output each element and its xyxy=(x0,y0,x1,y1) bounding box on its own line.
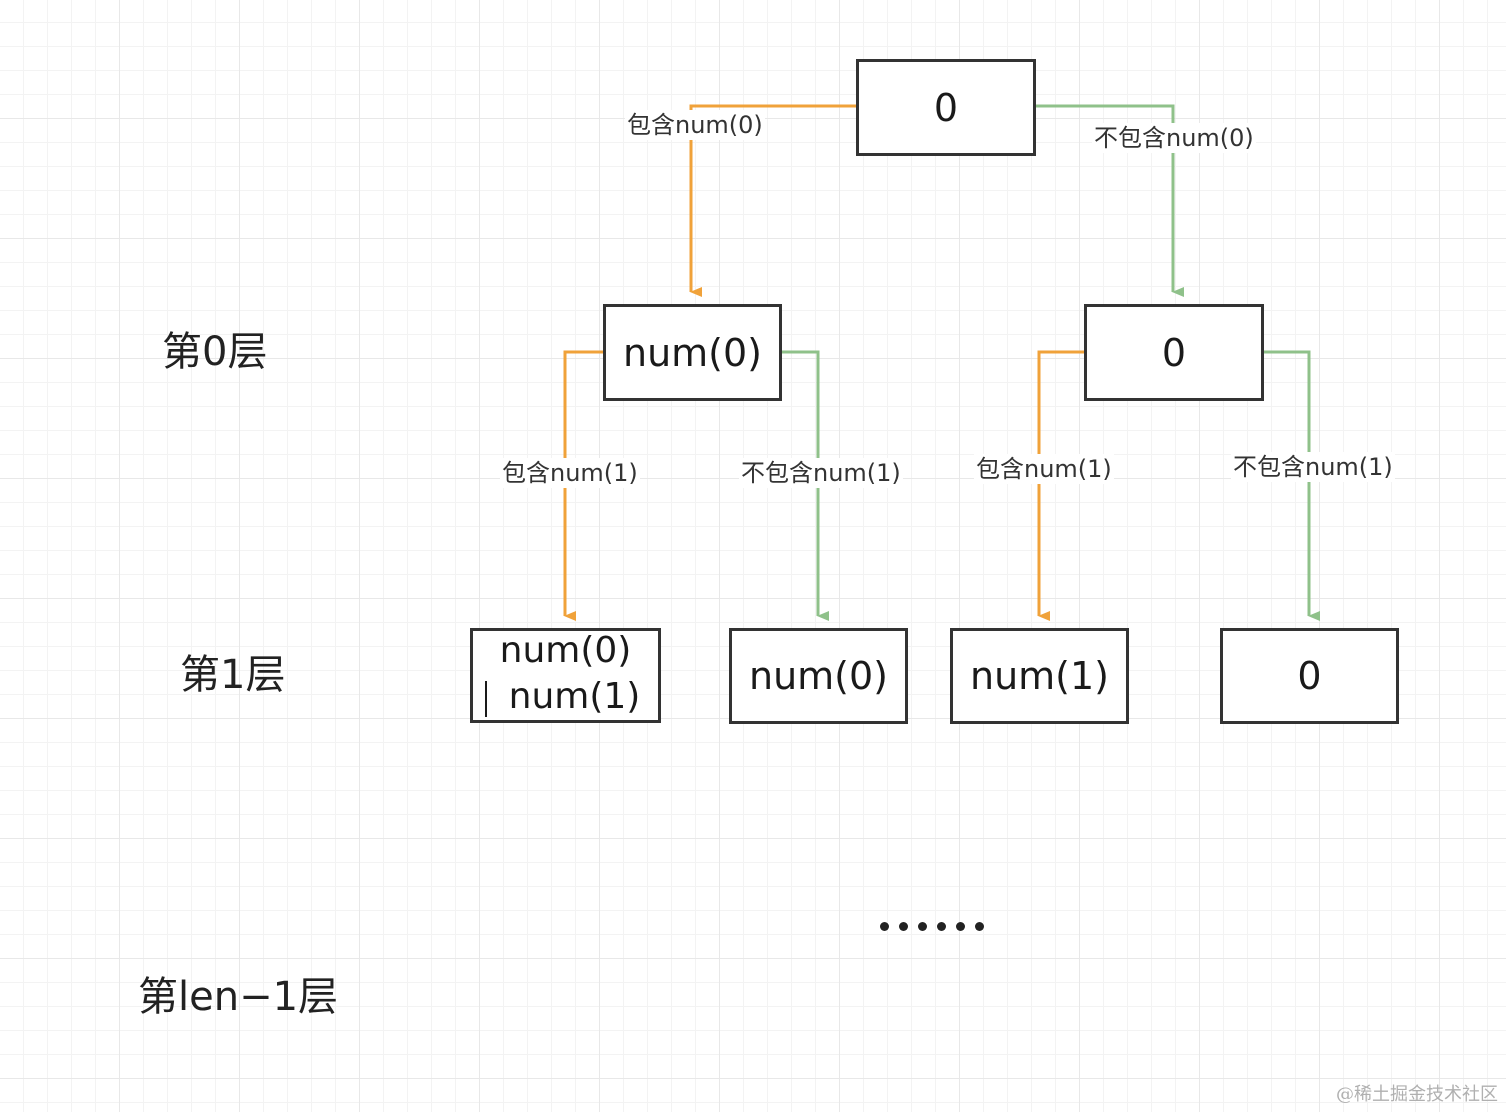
ellipsis-dot-4 xyxy=(937,922,946,931)
watermark: @稀土掘金技术社区 xyxy=(1336,1084,1498,1105)
ellipsis-dot-3 xyxy=(918,922,927,931)
ellipsis-dots xyxy=(880,922,984,931)
ellipsis-dot-5 xyxy=(956,922,965,931)
edge-label-l0right-right: 不包含num(1) xyxy=(1231,452,1395,482)
node-level1-a-line1: num(0) xyxy=(499,629,632,671)
edge-label-root-right: 不包含num(0) xyxy=(1092,123,1256,153)
node-level1-a-line2: num(1) xyxy=(484,675,641,717)
edge-label-l0left-left: 包含num(1) xyxy=(500,458,640,488)
level-label-last: 第len−1层 xyxy=(138,974,339,1020)
ellipsis-dot-6 xyxy=(975,922,984,931)
level-label-1: 第1层 xyxy=(180,652,286,698)
edge-root-right xyxy=(1036,104,1184,297)
edge-label-root-left: 包含num(0) xyxy=(625,110,765,140)
edge-label-l0right-left: 包含num(1) xyxy=(974,454,1114,484)
node-level1-a-line2-text: num(1) xyxy=(508,675,641,717)
node-level1-b: num(0) xyxy=(729,628,908,724)
edge-label-l0left-right: 不包含num(1) xyxy=(739,458,903,488)
ellipsis-dot-1 xyxy=(880,922,889,931)
edge-l0right-right xyxy=(1263,350,1320,621)
edge-l0right-left xyxy=(1037,350,1084,621)
edge-root-left xyxy=(689,104,856,297)
node-level1-d: 0 xyxy=(1220,628,1399,724)
node-level1-c: num(1) xyxy=(950,628,1129,724)
edge-l0left-left xyxy=(563,350,603,621)
text-cursor xyxy=(484,680,487,717)
node-level0-right: 0 xyxy=(1084,304,1264,401)
node-level1-a: num(0) num(1) xyxy=(470,628,661,723)
level-label-0: 第0层 xyxy=(162,329,268,375)
edge-l0left-right xyxy=(781,350,829,621)
ellipsis-dot-2 xyxy=(899,922,908,931)
node-root: 0 xyxy=(856,59,1036,156)
node-level0-left: num(0) xyxy=(603,304,782,401)
